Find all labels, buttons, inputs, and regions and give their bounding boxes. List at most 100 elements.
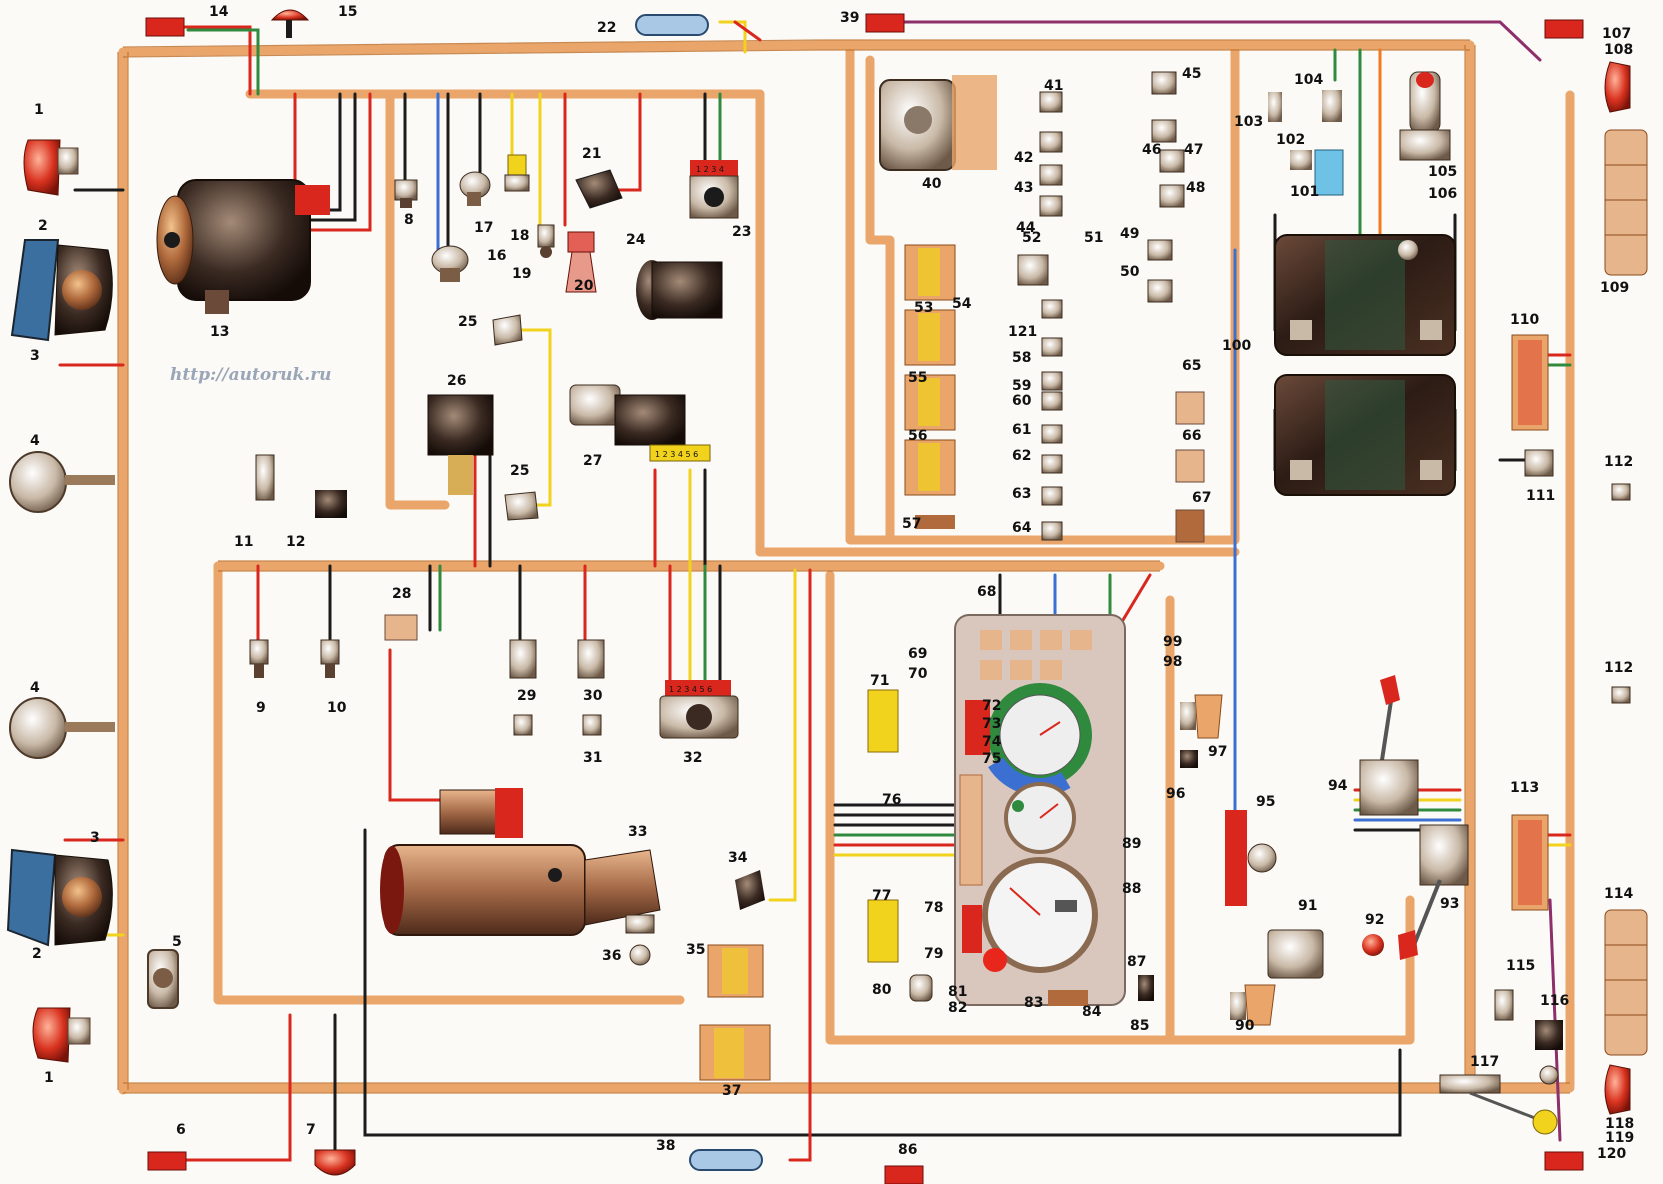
- sensor-30: [577, 639, 605, 679]
- label-53: 53: [914, 300, 933, 316]
- component-labels: 1 2 3 4 4 3 2 1 5 6 7 8 9 10 11 12 13 14…: [30, 4, 1634, 1162]
- sensor-31: [582, 714, 602, 736]
- relay-46: [1151, 119, 1177, 143]
- column-switch-93: [1398, 824, 1469, 960]
- label-106: 106: [1428, 186, 1457, 202]
- wire-green-14: [186, 28, 260, 96]
- label-75: 75: [982, 751, 1001, 767]
- relay-58: [1041, 337, 1063, 357]
- relay-65: [1175, 391, 1205, 425]
- connector-84: [1048, 990, 1088, 1006]
- label-4-top: 4: [30, 433, 40, 449]
- label-37: 37: [722, 1083, 741, 1099]
- label-85: 85: [1130, 1018, 1149, 1034]
- spark-sensor-25-bottom: [504, 491, 539, 521]
- label-8: 8: [404, 212, 414, 228]
- motor-106: [1398, 240, 1418, 260]
- connector-37: [699, 1024, 771, 1081]
- wires: [58, 20, 1572, 1162]
- label-61: 61: [1012, 422, 1031, 438]
- label-19: 19: [512, 266, 531, 282]
- switch-111: [1524, 449, 1554, 477]
- sensor-103: [1268, 92, 1282, 122]
- label-89: 89: [1122, 836, 1141, 852]
- label-99: 99: [1163, 634, 1182, 650]
- relay-47: [1159, 149, 1185, 173]
- ignition-lock-95: [1225, 810, 1277, 906]
- switch-97: [1180, 694, 1223, 739]
- relay-62: [1041, 454, 1063, 474]
- label-47: 47: [1184, 142, 1203, 158]
- label-101: 101: [1290, 184, 1319, 200]
- sensor-115: [1494, 989, 1514, 1021]
- label-21: 21: [582, 146, 601, 162]
- wire-red-14: [183, 25, 252, 96]
- lamp-112-top: [1611, 483, 1631, 501]
- side-marker-lamp-front-left: [23, 139, 79, 196]
- label-51: 51: [1084, 230, 1103, 246]
- relay-121: [1041, 299, 1063, 319]
- fuel-gauge-sensor-116: [1535, 1020, 1563, 1085]
- rear-lamp-118: [1604, 1064, 1631, 1115]
- label-73: 73: [982, 716, 1001, 732]
- wire-violet-39: [900, 20, 1542, 62]
- label-57: 57: [902, 516, 921, 532]
- label-20: 20: [574, 278, 594, 294]
- sensor-9: [249, 639, 269, 678]
- coil-relay-26: [427, 394, 494, 495]
- label-18: 18: [510, 228, 529, 244]
- harness-engine-top: [245, 89, 765, 557]
- relay-91: [1267, 929, 1324, 979]
- label-94: 94: [1328, 778, 1348, 794]
- label-28: 28: [392, 586, 411, 602]
- label-67: 67: [1192, 490, 1211, 506]
- switch-90: [1230, 984, 1276, 1026]
- label-13: 13: [210, 324, 229, 340]
- side-marker-lamp-rear-left: [32, 1007, 91, 1063]
- wire-yellow-25: [518, 328, 552, 507]
- label-66: 66: [1182, 428, 1201, 444]
- label-63: 63: [1012, 486, 1031, 502]
- label-96: 96: [1166, 786, 1185, 802]
- label-23: 23: [732, 224, 751, 240]
- label-80: 80: [872, 982, 892, 998]
- fuel-filter-38: [689, 1149, 763, 1171]
- label-65: 65: [1182, 358, 1201, 374]
- resistor-101: [1314, 149, 1344, 196]
- label-74: 74: [982, 734, 1002, 750]
- label-3-top: 3: [30, 348, 40, 364]
- lamp-92: [1362, 934, 1384, 956]
- fog-lamp-left-top: [9, 451, 115, 513]
- relay-66: [1175, 449, 1205, 483]
- relay-52: [1017, 254, 1049, 286]
- label-9: 9: [256, 700, 266, 716]
- ignition-switch-40: [879, 75, 997, 171]
- label-110: 110: [1510, 312, 1539, 328]
- relay-column-far: [1175, 391, 1205, 543]
- label-33: 33: [628, 824, 647, 840]
- label-90: 90: [1235, 1018, 1255, 1034]
- relay-44: [1039, 195, 1063, 217]
- label-112-bottom: 112: [1604, 660, 1633, 676]
- label-93: 93: [1440, 896, 1459, 912]
- label-87: 87: [1127, 954, 1146, 970]
- label-48: 48: [1186, 180, 1205, 196]
- label-36: 36: [602, 948, 621, 964]
- relay-49: [1147, 239, 1173, 261]
- wire-yellow-22: [718, 20, 747, 54]
- label-6: 6: [176, 1122, 186, 1138]
- label-69: 69: [908, 646, 927, 662]
- relay-column-right: [1147, 71, 1185, 303]
- label-49: 49: [1120, 226, 1139, 242]
- fuel-filter-22: [635, 14, 709, 36]
- relay-48: [1159, 184, 1185, 208]
- connector-77: [867, 899, 899, 963]
- label-12: 12: [286, 534, 305, 550]
- label-25-bottom: 25: [510, 463, 529, 479]
- harness-top-trunk: [118, 40, 1475, 57]
- sensor-104: [1322, 90, 1342, 122]
- label-84: 84: [1082, 1004, 1102, 1020]
- sensor-17: [459, 171, 491, 206]
- relay-column-left: [1039, 91, 1063, 217]
